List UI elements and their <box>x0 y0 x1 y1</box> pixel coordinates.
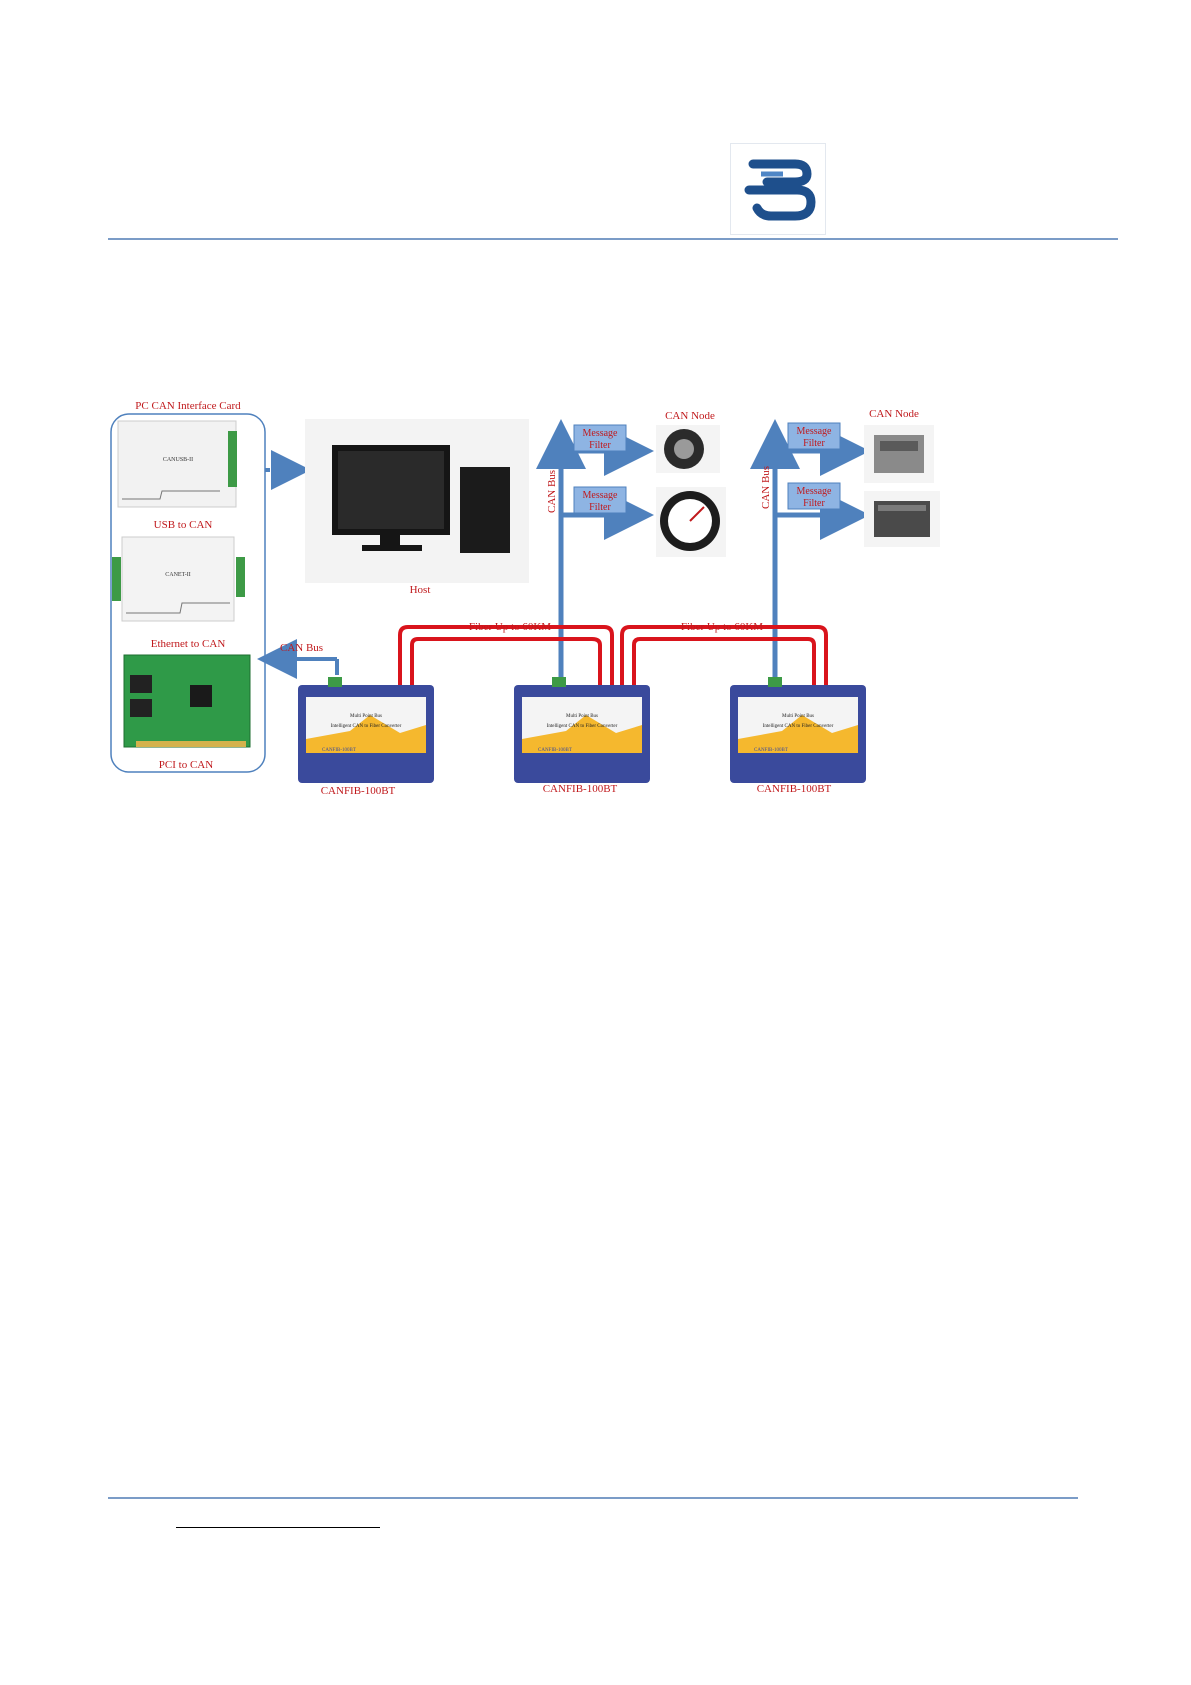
pci-caption: PCI to CAN <box>159 759 213 771</box>
device-text: Multi Point Bus <box>566 714 598 719</box>
message-filter-text: Message <box>797 486 833 497</box>
usb-card-label: CANUSB-II <box>163 457 193 463</box>
fiber-label-2: Fiber Up to 60KM <box>681 621 763 633</box>
pci-to-can-card <box>123 654 251 748</box>
eth-card-label: CANET-II <box>165 572 190 578</box>
ethernet-caption: Ethernet to CAN <box>151 638 226 650</box>
device-text: Intelligent CAN to Fiber Converter <box>763 724 834 729</box>
device-strip-text: CANFIB-100BT <box>322 748 356 753</box>
message-filter-right-1: Message Filter <box>787 422 841 450</box>
message-filter-text: Message <box>583 490 619 501</box>
device-name-1: CANFIB-100BT <box>321 785 396 795</box>
device-text: Intelligent CAN to Fiber Converter <box>331 724 402 729</box>
message-filter-mid-1: Message Filter <box>573 424 627 452</box>
network-diagram: PC CAN Interface Card CANUSB-II USB to C… <box>110 400 940 795</box>
fiber-label-1: Fiber Up to 60KM <box>469 621 551 633</box>
device-text: Multi Point Bus <box>782 714 814 719</box>
can-node-label-2: CAN Node <box>869 408 919 420</box>
can-bus-mid-label: CAN Bus <box>546 470 558 513</box>
pc-card-title: PC CAN Interface Card <box>135 400 241 412</box>
message-filter-text: Filter <box>589 440 611 451</box>
message-filter-text: Message <box>583 428 619 439</box>
converter-device-1: Multi Point Bus Intelligent CAN to Fiber… <box>298 677 434 783</box>
logo-mark-icon <box>744 159 816 221</box>
can-node-label-1: CAN Node <box>665 410 715 422</box>
device-text: Multi Point Bus <box>350 714 382 719</box>
footnote-separator <box>176 1527 380 1528</box>
pressure-gauge-node <box>656 487 726 557</box>
converter-device-3: Multi Point Bus Intelligent CAN to Fiber… <box>730 677 866 783</box>
header-rule <box>108 238 1118 240</box>
message-filter-mid-2: Message Filter <box>573 486 627 514</box>
device-name-2: CANFIB-100BT <box>543 783 618 795</box>
fiber-link-1 <box>398 625 614 687</box>
fiber-link-2 <box>620 625 828 687</box>
can-bus-right-label: CAN Bus <box>760 466 772 509</box>
plc-node <box>864 491 940 547</box>
company-logo <box>730 143 826 235</box>
device-text: Intelligent CAN to Fiber Converter <box>547 724 618 729</box>
engine-node <box>864 425 934 483</box>
wheel-sensor-node <box>656 425 720 473</box>
ethernet-to-can-device: CANET-II <box>112 536 245 622</box>
footer-rule <box>108 1497 1078 1499</box>
device-name-3: CANFIB-100BT <box>757 783 832 795</box>
device-strip-text: CANFIB-100BT <box>538 748 572 753</box>
usb-to-can-device: CANUSB-II <box>117 420 237 508</box>
message-filter-right-2: Message Filter <box>787 482 841 510</box>
host-caption: Host <box>410 584 431 596</box>
message-filter-text: Filter <box>803 498 825 509</box>
device-strip-text: CANFIB-100BT <box>754 748 788 753</box>
converter-device-2: Multi Point Bus Intelligent CAN to Fiber… <box>514 677 650 783</box>
message-filter-text: Message <box>797 426 833 437</box>
host-computer <box>305 419 529 583</box>
can-bus-left-label: CAN Bus <box>280 642 323 654</box>
usb-caption: USB to CAN <box>154 519 213 531</box>
message-filter-text: Filter <box>589 502 611 513</box>
pc-card-group-frame <box>110 413 266 773</box>
message-filter-text: Filter <box>803 438 825 449</box>
